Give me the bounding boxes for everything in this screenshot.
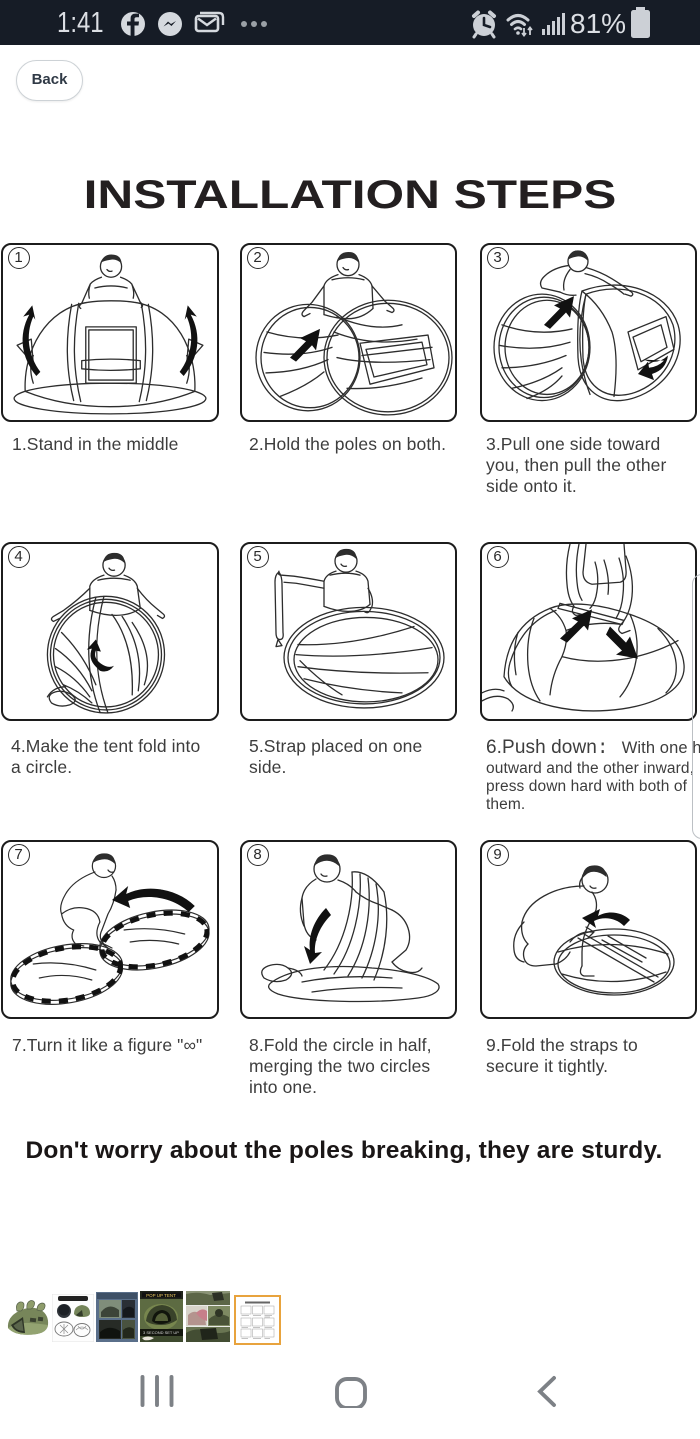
svg-text:3 SECOND SET UP: 3 SECOND SET UP <box>143 1330 179 1335</box>
svg-text:POP UP TENT: POP UP TENT <box>146 1293 176 1298</box>
